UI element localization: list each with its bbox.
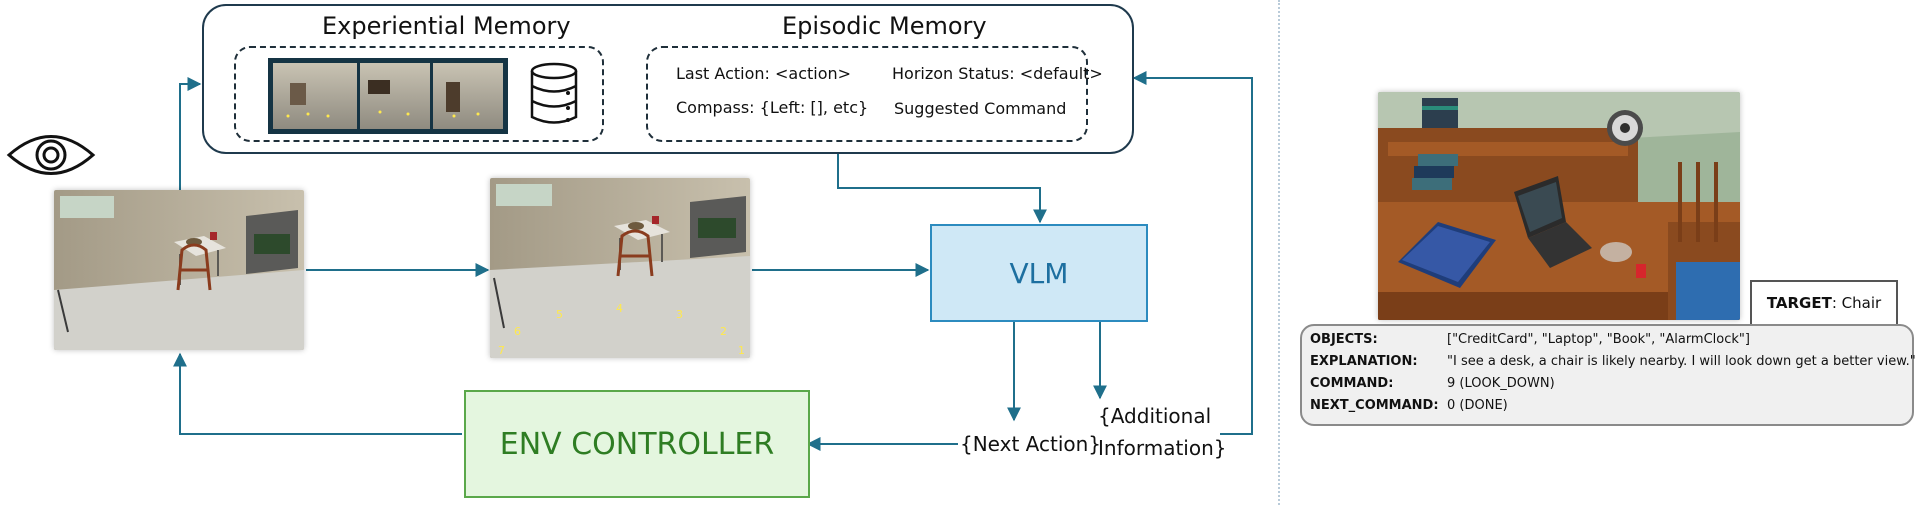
next-command-value: 0 (DONE): [1447, 398, 1508, 413]
target-box: TARGET: Chair: [1750, 280, 1898, 326]
annotated-frame: 6 5 4 3 2 7 1: [490, 178, 750, 358]
grid-label-6: 6: [514, 325, 521, 338]
egocentric-frame: [54, 190, 304, 350]
additional-information-line-2: Information}: [1098, 436, 1227, 460]
objects-key: OBJECTS:: [1310, 332, 1378, 347]
suggested-command-field: Suggested Command: [894, 99, 1067, 118]
horizon-status-field: Horizon Status: <default>: [892, 64, 1103, 83]
memory-frames-strip: [268, 58, 508, 134]
command-value: 9 (LOOK_DOWN): [1447, 376, 1555, 391]
explanation-value: "I see a desk, a chair is likely nearby.…: [1447, 354, 1916, 369]
eye-icon: [6, 130, 96, 180]
next-command-key: NEXT_COMMAND:: [1310, 398, 1439, 413]
episodic-memory-title: Episodic Memory: [782, 12, 987, 40]
grid-label-3: 3: [676, 308, 683, 321]
grid-label-1: 1: [738, 344, 745, 357]
compass-field: Compass: {Left: [], etc}: [676, 98, 869, 117]
vlm-output-panel: OBJECTS: ["CreditCard", "Laptop", "Book"…: [1300, 324, 1916, 426]
arrow-env-to-frame: [173, 352, 462, 435]
objects-value: ["CreditCard", "Laptop", "Book", "AlarmC…: [1447, 332, 1750, 347]
section-divider: [1278, 0, 1280, 505]
grid-label-5: 5: [556, 308, 563, 321]
grid-label-2: 2: [720, 325, 727, 338]
grid-label-4: 4: [616, 302, 623, 315]
arrow-memory-to-vlm: [837, 152, 1047, 224]
additional-information-line-1: {Additional: [1098, 404, 1212, 428]
database-icon: [528, 62, 580, 126]
env-controller-node: ENV CONTROLLER: [464, 390, 810, 498]
experiential-memory-title: Experiential Memory: [322, 12, 571, 40]
arrow-frame-to-memory: [179, 77, 202, 190]
desk-scene-image: [1378, 92, 1740, 320]
target-value: : Chair: [1831, 294, 1882, 312]
explanation-key: EXPLANATION:: [1310, 354, 1418, 369]
next-action-label: {Next Action}: [960, 432, 1102, 456]
arrow-info-to-memory: [1132, 71, 1253, 435]
target-key: TARGET: [1766, 294, 1832, 312]
command-key: COMMAND:: [1310, 376, 1394, 391]
experiential-memory-box: [234, 46, 604, 142]
last-action-field: Last Action: <action>: [676, 64, 852, 83]
episodic-memory-box: [646, 46, 1088, 142]
grid-label-7: 7: [498, 344, 505, 357]
vlm-node: VLM: [930, 224, 1148, 322]
